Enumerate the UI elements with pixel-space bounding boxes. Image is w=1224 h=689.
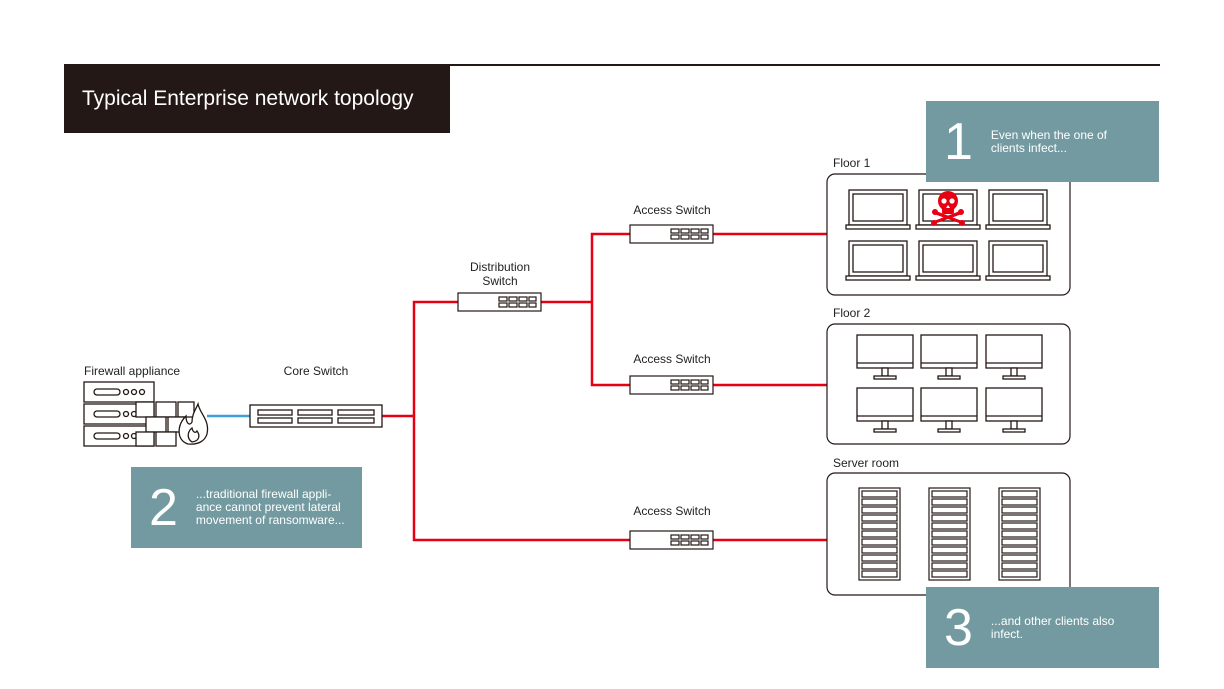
server-rack-icon [998, 487, 1041, 581]
access-switch-1-icon [629, 224, 714, 244]
laptop-icon [845, 189, 911, 230]
floor2-label: Floor 2 [833, 306, 871, 320]
callout-2-line3: movement of ransomware... [195, 513, 345, 527]
monitor-group [856, 334, 1043, 433]
server-rack-icon [928, 487, 971, 581]
skull-icon [931, 191, 965, 226]
monitor-icon [856, 387, 914, 433]
callout-1-line2: clients infect... [990, 140, 1067, 155]
access-switch-2-label: Access Switch [633, 352, 711, 366]
callout-3-line1: ...and other clients also [990, 613, 1115, 628]
diagram-title: Typical Enterprise network topology [64, 65, 450, 133]
access-switch-2-icon [629, 375, 714, 395]
callout-3: 3 ...and other clients also infect. [926, 587, 1159, 668]
monitor-icon [920, 387, 978, 433]
callout-3-number: 3 [944, 598, 973, 657]
callout-2-line2: ance cannot prevent lateral [195, 500, 341, 514]
callout-1-line1: Even when the one of [990, 127, 1108, 142]
floor1-label: Floor 1 [833, 156, 871, 170]
server-room-label: Server room [833, 456, 900, 470]
callout-2-line1: ...traditional firewall appli- [195, 487, 332, 501]
distribution-switch-label-line2: Switch [482, 274, 518, 288]
core-switch-label: Core Switch [283, 364, 349, 378]
callout-3-text: ...and other clients also infect. [990, 613, 1115, 641]
access-switch-3-icon [629, 530, 714, 550]
laptop-icon [985, 240, 1051, 281]
distribution-switch-icon [457, 292, 542, 312]
header-rule [64, 64, 1160, 66]
distribution-switch-label-line1: Distribution [469, 260, 531, 274]
link-branch-floor1 [590, 232, 630, 387]
monitor-icon [985, 334, 1043, 380]
diagram-title-text: Typical Enterprise network topology [82, 87, 414, 110]
distribution-switch-label: Distribution Switch [450, 260, 550, 288]
server-rack-group [858, 487, 1041, 581]
laptop-icon [845, 240, 911, 281]
monitor-icon [985, 387, 1043, 433]
firewall-label: Firewall appliance [84, 364, 181, 378]
laptop-icon [915, 240, 981, 281]
server-rack-icon [858, 487, 901, 581]
callout-1-number: 1 [944, 112, 973, 171]
callout-2-number: 2 [149, 478, 178, 537]
callout-3-line2: infect. [990, 626, 1023, 641]
link-trunk-distribution-server [412, 300, 630, 542]
callout-1-text: Even when the one of clients infect... [990, 127, 1108, 155]
monitor-icon [856, 334, 914, 380]
firewall-icon [83, 381, 209, 447]
callout-1: 1 Even when the one of clients infect... [926, 101, 1159, 182]
access-switch-1-label: Access Switch [633, 203, 711, 217]
monitor-icon [920, 334, 978, 380]
access-switch-3-label: Access Switch [633, 504, 711, 518]
core-switch-icon [249, 404, 383, 428]
callout-2: 2 ...traditional firewall appli- ance ca… [131, 467, 362, 548]
callout-2-text: ...traditional firewall appli- ance cann… [196, 488, 345, 527]
laptop-icon [985, 189, 1051, 230]
